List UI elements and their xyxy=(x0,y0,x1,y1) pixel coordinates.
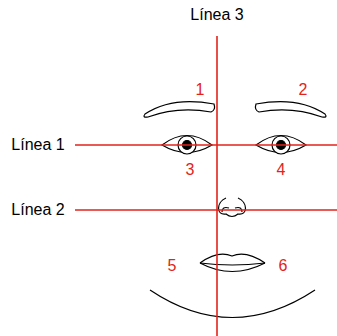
lower-lip xyxy=(200,263,265,272)
horizontal-line xyxy=(75,144,337,146)
line-label: Línea 1 xyxy=(10,136,65,154)
upper-lip xyxy=(200,254,265,263)
callout-number: 5 xyxy=(167,257,178,275)
horizontal-line xyxy=(75,209,337,211)
callout-number: 4 xyxy=(276,161,287,179)
right-eyebrow xyxy=(255,102,326,118)
left-eyebrow xyxy=(144,102,215,118)
callout-number: 1 xyxy=(195,81,206,99)
reference-lines xyxy=(75,36,337,336)
line-label: Línea 3 xyxy=(189,6,244,24)
callout-number: 2 xyxy=(298,81,309,99)
callout-number: 3 xyxy=(185,161,196,179)
line-label: Línea 2 xyxy=(10,201,65,219)
vertical-line xyxy=(216,36,218,336)
nose xyxy=(219,198,246,217)
callout-number: 6 xyxy=(278,257,289,275)
chin xyxy=(150,290,315,318)
lip-line xyxy=(200,263,265,265)
